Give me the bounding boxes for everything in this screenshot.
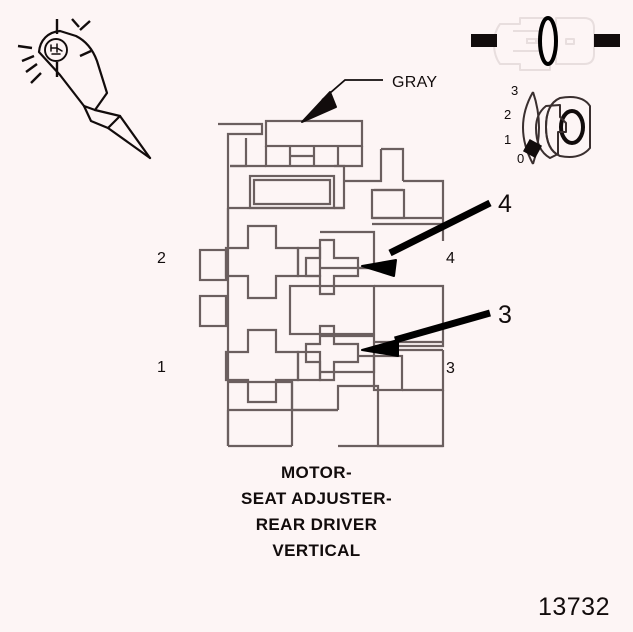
pin-label-left-2: 2: [157, 250, 166, 267]
cavity-2-tab: [198, 248, 228, 282]
cavity-4-cross: [304, 238, 360, 296]
left-terminal-lead: [471, 34, 497, 47]
caption-line-1: MOTOR-: [280, 463, 353, 482]
wire-color-label: GRAY: [392, 74, 438, 91]
key-position-2: 2: [504, 107, 512, 122]
key-position-0: 0: [517, 151, 525, 166]
key-position-3: 3: [511, 83, 519, 98]
connector-cavity-icon: [471, 16, 620, 71]
figure-number: 13732: [537, 593, 610, 621]
callout-number-3: 3: [498, 301, 512, 329]
cavity-1-tab: [198, 294, 228, 328]
highlighted-cavity: [538, 16, 558, 66]
caption-line-2: SEAT ADJUSTER-: [240, 489, 393, 508]
caption-line-4: VERTICAL: [272, 541, 361, 560]
callout-arrows: [361, 199, 492, 357]
callout-arrow-3: [361, 309, 491, 357]
cavity-3-cross: [304, 324, 360, 382]
key-bow-zero: [559, 109, 585, 145]
pin-label-right-3: 3: [446, 360, 455, 377]
figure-caption: MOTOR- SEAT ADJUSTER- REAR DRIVER VERTIC…: [0, 460, 633, 564]
right-terminal-lead: [594, 34, 620, 47]
test-light-probe: [17, 18, 152, 160]
key-position-1: 1: [504, 132, 512, 147]
key-position-marker: [522, 138, 543, 159]
pin-label-right-4: 4: [446, 250, 455, 267]
cavity-1-cross: [224, 328, 300, 404]
cavity-2-cross: [224, 224, 300, 300]
caption-line-3: REAR DRIVER: [255, 515, 378, 534]
callout-arrow-4: [361, 199, 492, 277]
pin-label-left-1: 1: [157, 359, 166, 376]
gray-wire-leader: [301, 79, 383, 123]
ignition-key-icon: [522, 91, 591, 165]
callout-number-4: 4: [498, 190, 512, 218]
connector-face-view: [198, 119, 445, 448]
gray-leader-arrowhead: [301, 91, 337, 123]
